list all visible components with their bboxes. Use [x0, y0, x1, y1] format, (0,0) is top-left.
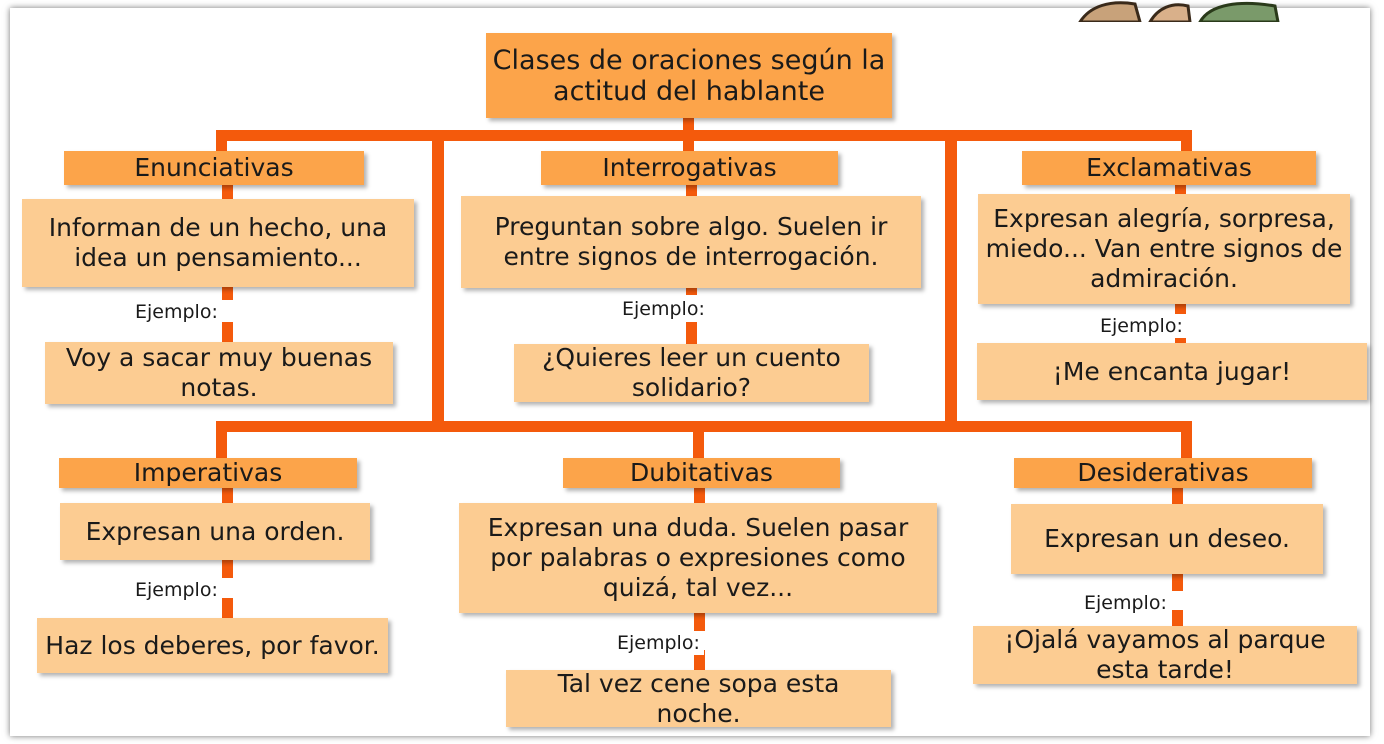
category-description-enunciativas: Informan de un hecho, una idea un pensam…	[22, 199, 414, 287]
category-example-enunciativas: Voy a sacar muy buenas notas.	[45, 342, 393, 404]
example-label: Ejemplo:	[131, 578, 222, 602]
category-example-imperativas: Haz los deberes, por favor.	[37, 618, 388, 673]
example-label: Ejemplo:	[613, 631, 704, 655]
connector-line	[683, 130, 694, 158]
cartoon-illustration-fragment	[1078, 1, 1280, 22]
category-example-interrogativas: ¿Quieres leer un cuento solidario?	[514, 343, 869, 402]
category-description-desiderativas: Expresan un deseo.	[1011, 504, 1323, 574]
connector-line	[432, 130, 444, 432]
category-description-interrogativas: Preguntan sobre algo. Suelen ir entre si…	[461, 196, 921, 288]
category-example-dubitativas: Tal vez cene sopa esta noche.	[506, 669, 891, 728]
connector-line	[683, 117, 694, 136]
category-description-exclamativas: Expresan alegría, sorpresa, miedo... Van…	[978, 194, 1350, 304]
category-description-dubitativas: Expresan una duda. Suelen pasar por pala…	[459, 503, 937, 613]
diagram-title: Clases de oraciones según la actitud del…	[486, 33, 892, 118]
category-header-enunciativas: Enunciativas	[64, 151, 364, 185]
category-header-imperativas: Imperativas	[59, 458, 357, 488]
connector-line	[694, 650, 705, 670]
category-header-dubitativas: Dubitativas	[563, 458, 840, 488]
example-label: Ejemplo:	[131, 300, 222, 324]
connector-line	[222, 322, 233, 342]
connector-line	[693, 421, 704, 459]
connector-line	[1172, 610, 1183, 626]
example-label: Ejemplo:	[1080, 591, 1171, 615]
connector-line	[216, 130, 1192, 141]
category-header-exclamativas: Exclamativas	[1022, 151, 1316, 185]
category-example-desiderativas: ¡Ojalá vayamos al parque esta tarde!	[973, 625, 1357, 684]
connector-line	[216, 130, 227, 158]
connector-line	[1181, 130, 1192, 158]
example-label: Ejemplo:	[1096, 314, 1187, 338]
category-header-interrogativas: Interrogativas	[541, 151, 838, 185]
category-description-imperativas: Expresan una orden.	[60, 503, 370, 560]
category-header-desiderativas: Desiderativas	[1014, 458, 1312, 488]
category-example-exclamativas: ¡Me encanta jugar!	[977, 343, 1367, 400]
example-label: Ejemplo:	[618, 297, 709, 321]
connector-line	[1181, 421, 1192, 459]
connector-line	[686, 322, 697, 344]
connector-line	[945, 130, 957, 432]
connector-line	[222, 598, 233, 618]
connector-line	[216, 421, 1192, 432]
connector-line	[216, 421, 227, 459]
